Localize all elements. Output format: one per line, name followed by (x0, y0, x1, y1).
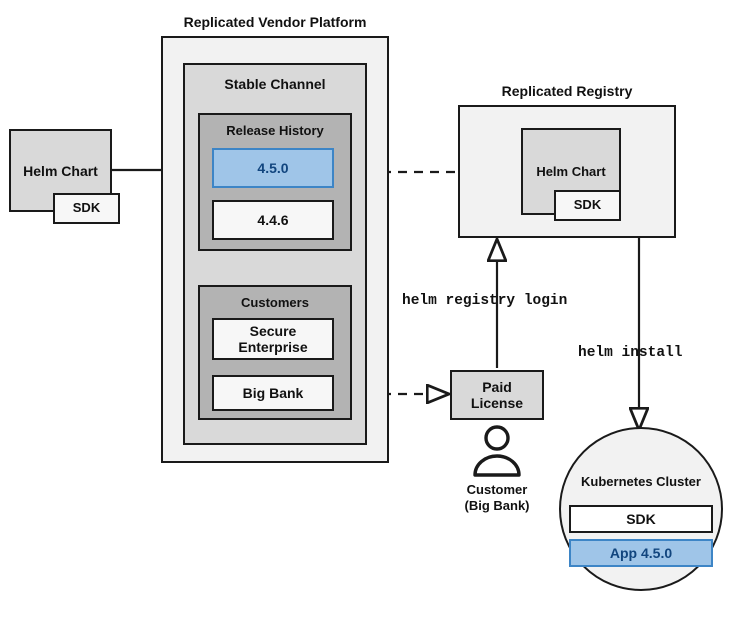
release-version-label: 4.5.0 (257, 159, 289, 176)
cluster-sdk-label: SDK (626, 510, 656, 527)
customer-actor-caption: Customer (Big Bank) (447, 482, 547, 515)
release-item-4-5-0[interactable]: 4.5.0 (212, 148, 334, 188)
platform-title: Replicated Vendor Platform (183, 14, 367, 30)
paid-license-line2: License (470, 395, 524, 411)
customer-item-secure-enterprise[interactable]: Secure Enterprise (212, 318, 334, 360)
registry-title: Replicated Registry (501, 83, 633, 99)
customer-actor-icon (473, 425, 521, 477)
customer-name-line1: Big Bank (242, 384, 304, 401)
customer-name-line1: Secure (249, 322, 297, 339)
customer-caption-line1: Customer (466, 482, 528, 497)
cluster-app-label: App 4.5.0 (609, 544, 673, 561)
customer-item-big-bank[interactable]: Big Bank (212, 375, 334, 411)
command-helm-registry-login: helm registry login (402, 293, 568, 309)
paid-license-box: Paid License (450, 370, 544, 420)
cluster-component-sdk: SDK (569, 505, 713, 533)
source-helm-chart-label: Helm Chart (23, 163, 98, 179)
source-sdk-box: SDK (53, 193, 120, 224)
release-history-label: Release History (226, 123, 324, 138)
registry-sdk-box: SDK (554, 190, 621, 221)
kubernetes-cluster-title: Kubernetes Cluster (581, 474, 701, 489)
paid-license-line1: Paid (482, 378, 512, 395)
customer-caption-line2: (Big Bank) (464, 498, 530, 514)
cluster-component-app: App 4.5.0 (569, 539, 713, 567)
registry-sdk-label: SDK (573, 197, 602, 213)
stable-channel-label: Stable Channel (224, 76, 326, 92)
release-version-label: 4.4.6 (257, 211, 289, 228)
customer-name-line2: Enterprise (238, 339, 308, 355)
registry-helm-chart-label: Helm Chart (536, 164, 606, 179)
command-helm-install: helm install (578, 345, 683, 361)
customers-label: Customers (241, 295, 309, 310)
source-sdk-label: SDK (72, 200, 101, 216)
release-item-4-4-6[interactable]: 4.4.6 (212, 200, 334, 240)
